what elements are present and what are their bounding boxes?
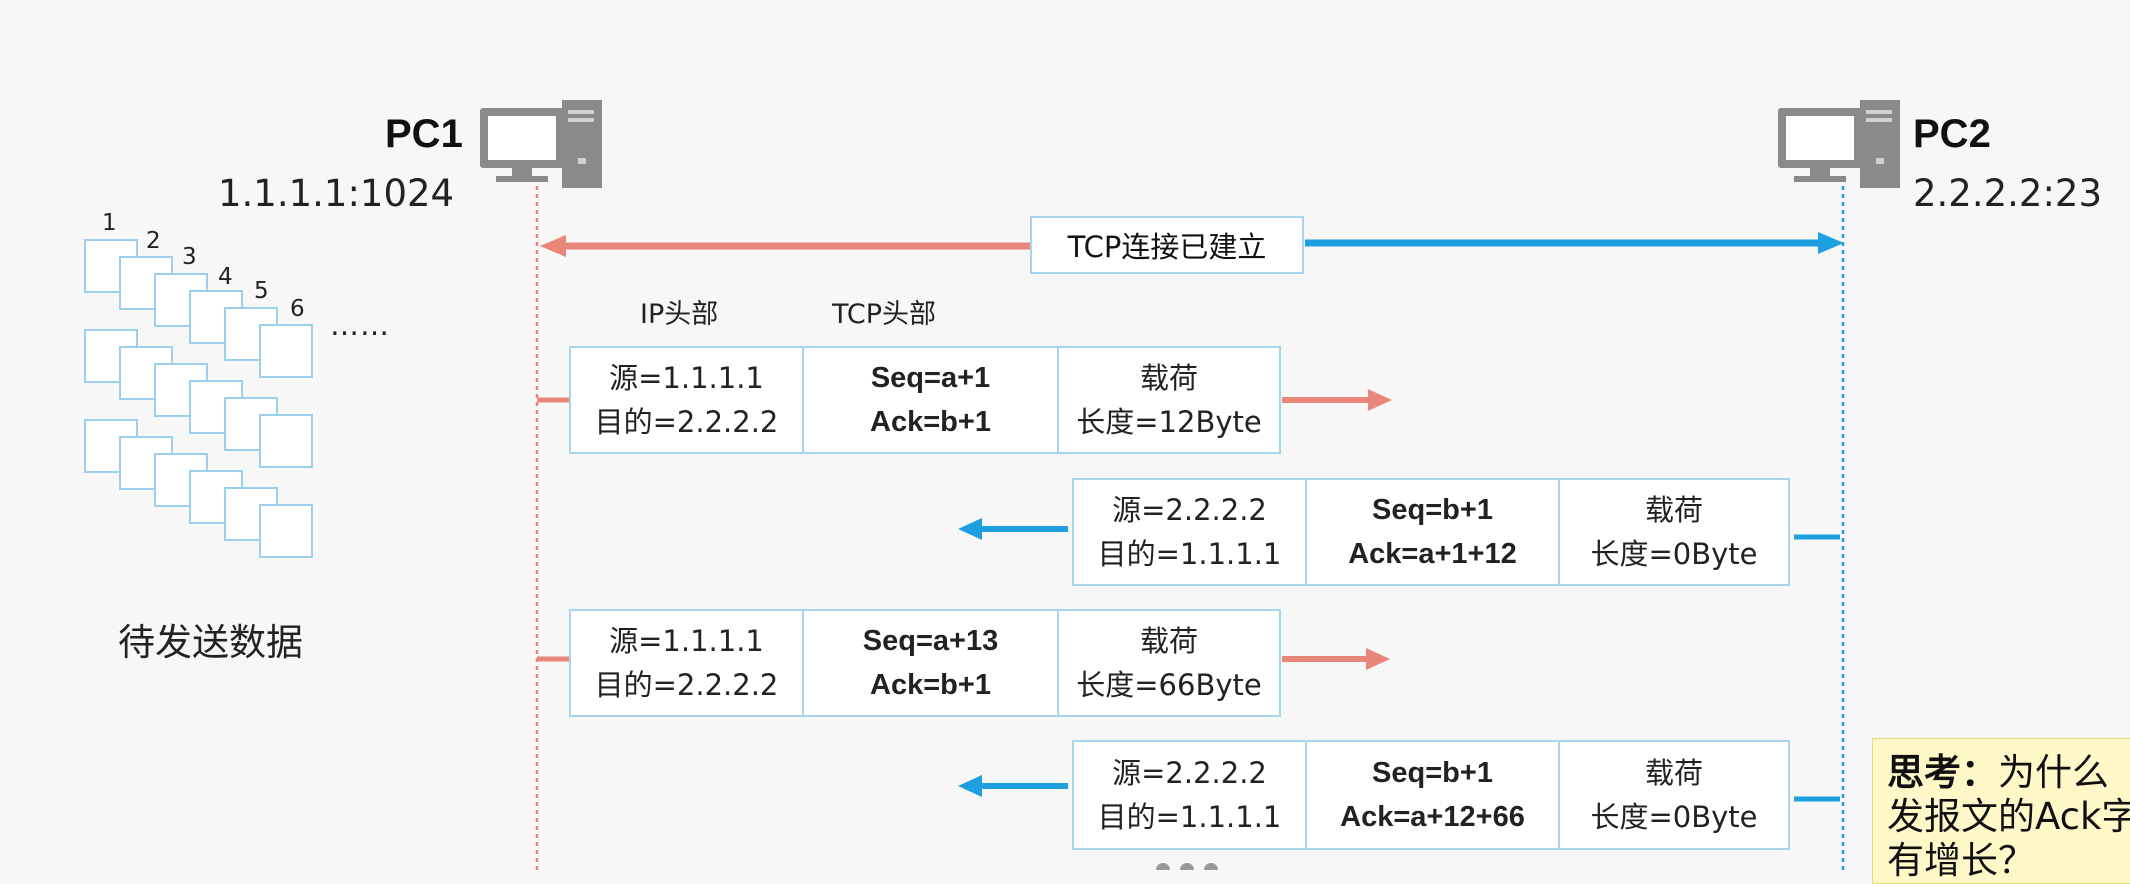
pending-data-stack — [84, 239, 313, 558]
ip-src: 源=2.2.2.2 — [1112, 493, 1267, 527]
tcp-seq: Seq=b+1 — [1372, 494, 1493, 526]
ip-header-cell: 源=2.2.2.2 目的=1.1.1.1 — [1074, 742, 1307, 848]
tcp-header-cell: Seq=b+1 Ack=a+1+12 — [1307, 480, 1560, 584]
ip-src: 源=1.1.1.1 — [609, 624, 764, 658]
payload-length: 长度=0Byte — [1590, 800, 1758, 834]
pc1-address: 1.1.1.1:1024 — [218, 172, 455, 215]
ip-dst: 目的=2.2.2.2 — [594, 668, 779, 702]
packet1-arrowhead — [1368, 389, 1392, 411]
tcp-ack: Ack=b+1 — [870, 406, 991, 438]
tcp-header-cell: Seq=a+13 Ack=b+1 — [804, 611, 1059, 715]
pc2-address: 2.2.2.2:23 — [1913, 172, 2102, 215]
connection-arrowhead-right — [1818, 232, 1844, 254]
packet-4: 源=2.2.2.2 目的=1.1.1.1 Seq=b+1 Ack=a+12+66… — [1072, 740, 1790, 850]
tcp-ack: Ack=b+1 — [870, 669, 991, 701]
pending-number-5: 5 — [254, 278, 269, 304]
payload-title: 载荷 — [1644, 756, 1703, 790]
think-line3: 有增长？ — [1887, 839, 2035, 882]
tcp-header-cell: Seq=a+1 Ack=b+1 — [804, 348, 1059, 452]
ip-src: 源=2.2.2.2 — [1112, 756, 1267, 790]
tcp-seq: Seq=b+1 — [1372, 757, 1493, 789]
pc1-computer-icon — [480, 100, 602, 188]
ip-header-label: IP头部 — [640, 299, 719, 330]
tcp-header-cell: Seq=b+1 Ack=a+12+66 — [1307, 742, 1560, 848]
pc2-name: PC2 — [1913, 112, 1991, 156]
packet-2: 源=2.2.2.2 目的=1.1.1.1 Seq=b+1 Ack=a+1+12 … — [1072, 478, 1790, 586]
tcp-seq: Seq=a+13 — [862, 625, 999, 657]
think-line2: 发报文的Ack字 — [1887, 795, 2130, 838]
packet3-arrowhead — [1366, 648, 1390, 670]
ip-dst: 目的=2.2.2.2 — [594, 405, 779, 439]
payload-cell: 载荷 长度=0Byte — [1560, 480, 1788, 584]
payload-title: 载荷 — [1139, 361, 1198, 395]
ip-dst: 目的=1.1.1.1 — [1097, 800, 1282, 834]
payload-length: 长度=0Byte — [1590, 537, 1758, 571]
pending-number-6: 6 — [290, 296, 305, 322]
payload-length: 长度=66Byte — [1076, 668, 1262, 702]
tcp-ack: Ack=a+12+66 — [1340, 801, 1525, 833]
packet2-arrowhead — [958, 518, 982, 540]
ip-header-cell: 源=2.2.2.2 目的=1.1.1.1 — [1074, 480, 1307, 584]
tcp-header-label: TCP头部 — [832, 299, 937, 330]
pc1-name: PC1 — [385, 112, 463, 156]
connection-arrowhead-left — [540, 235, 566, 257]
think-prefix: 思考： — [1887, 751, 1998, 794]
ip-src: 源=1.1.1.1 — [609, 361, 764, 395]
more-dots — [1156, 863, 1218, 870]
payload-cell: 载荷 长度=0Byte — [1560, 742, 1788, 848]
think-question-box: 思考：为什么 发报文的Ack字 有增长？ — [1872, 738, 2130, 884]
pending-ellipsis: …… — [330, 308, 390, 342]
packet4-arrowhead — [958, 775, 982, 797]
ip-header-cell: 源=1.1.1.1 目的=2.2.2.2 — [571, 348, 804, 452]
payload-cell: 载荷 长度=66Byte — [1059, 611, 1279, 715]
packet-3: 源=1.1.1.1 目的=2.2.2.2 Seq=a+13 Ack=b+1 载荷… — [569, 609, 1281, 717]
pending-number-2: 2 — [146, 228, 161, 254]
packet-1: 源=1.1.1.1 目的=2.2.2.2 Seq=a+1 Ack=b+1 载荷 … — [569, 346, 1281, 454]
think-line1: 为什么 — [1998, 751, 2109, 794]
pending-number-3: 3 — [182, 244, 197, 270]
payload-title: 载荷 — [1644, 493, 1703, 527]
tcp-seq: Seq=a+1 — [870, 362, 991, 394]
payload-length: 长度=12Byte — [1076, 405, 1262, 439]
pending-number-1: 1 — [102, 210, 117, 236]
pc2-computer-icon — [1778, 100, 1900, 188]
pending-data-label: 待发送数据 — [118, 621, 303, 664]
pending-number-4: 4 — [218, 264, 233, 290]
ip-dst: 目的=1.1.1.1 — [1097, 537, 1282, 571]
tcp-ack: Ack=a+1+12 — [1348, 538, 1517, 570]
connection-label: TCP连接已建立 — [1030, 216, 1304, 274]
payload-title: 载荷 — [1139, 624, 1198, 658]
payload-cell: 载荷 长度=12Byte — [1059, 348, 1279, 452]
ip-header-cell: 源=1.1.1.1 目的=2.2.2.2 — [571, 611, 804, 715]
